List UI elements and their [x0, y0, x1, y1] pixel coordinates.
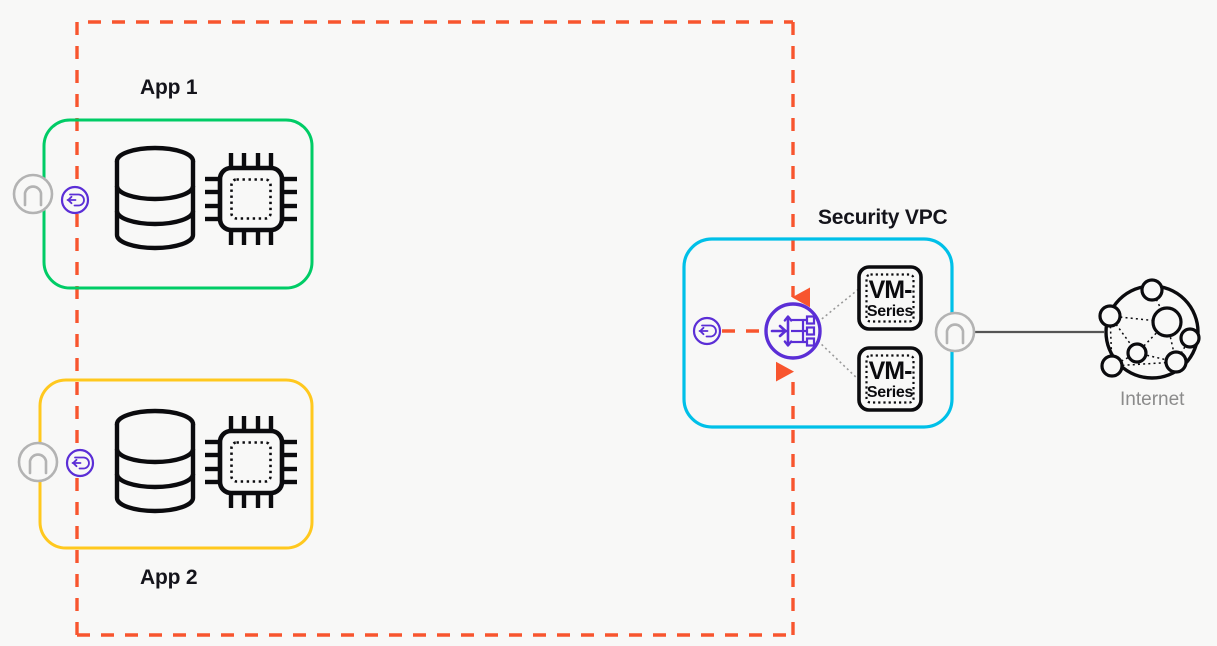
cpu-chip-icon-app2: [205, 416, 297, 508]
zone-label-security-vpc: Security VPC: [818, 206, 948, 229]
zone-label-app1: App 1: [140, 76, 198, 99]
traffic-flow-path: [75, 20, 810, 637]
connector-lb-to-firewall-1: [817, 287, 861, 323]
firewall-box-1[interactable]: [857, 265, 923, 331]
gateway-icon-vpc[interactable]: [934, 311, 976, 353]
security-endpoint-icon-app2[interactable]: [65, 448, 95, 478]
gateway-icon-app1[interactable]: [12, 173, 54, 215]
flow-segment-top: [75, 20, 793, 635]
database-icon-app1: [114, 145, 196, 251]
security-endpoint-icon-app1[interactable]: [60, 185, 90, 215]
lb-to-firewall-connectors: [817, 287, 861, 382]
zone-label-app2: App 2: [140, 566, 198, 589]
cpu-chip-icon-app1: [205, 153, 297, 245]
database-icon-app2: [114, 408, 196, 514]
connector-lb-to-firewall-2: [817, 340, 861, 382]
firewall-box-2[interactable]: [857, 346, 923, 412]
gateway-icon-app2[interactable]: [17, 441, 59, 483]
load-balancer-icon[interactable]: [764, 302, 822, 360]
internet-globe-icon: [1098, 278, 1201, 380]
internet-label: Internet: [1120, 389, 1185, 410]
security-endpoint-icon-vpc[interactable]: [692, 316, 722, 346]
